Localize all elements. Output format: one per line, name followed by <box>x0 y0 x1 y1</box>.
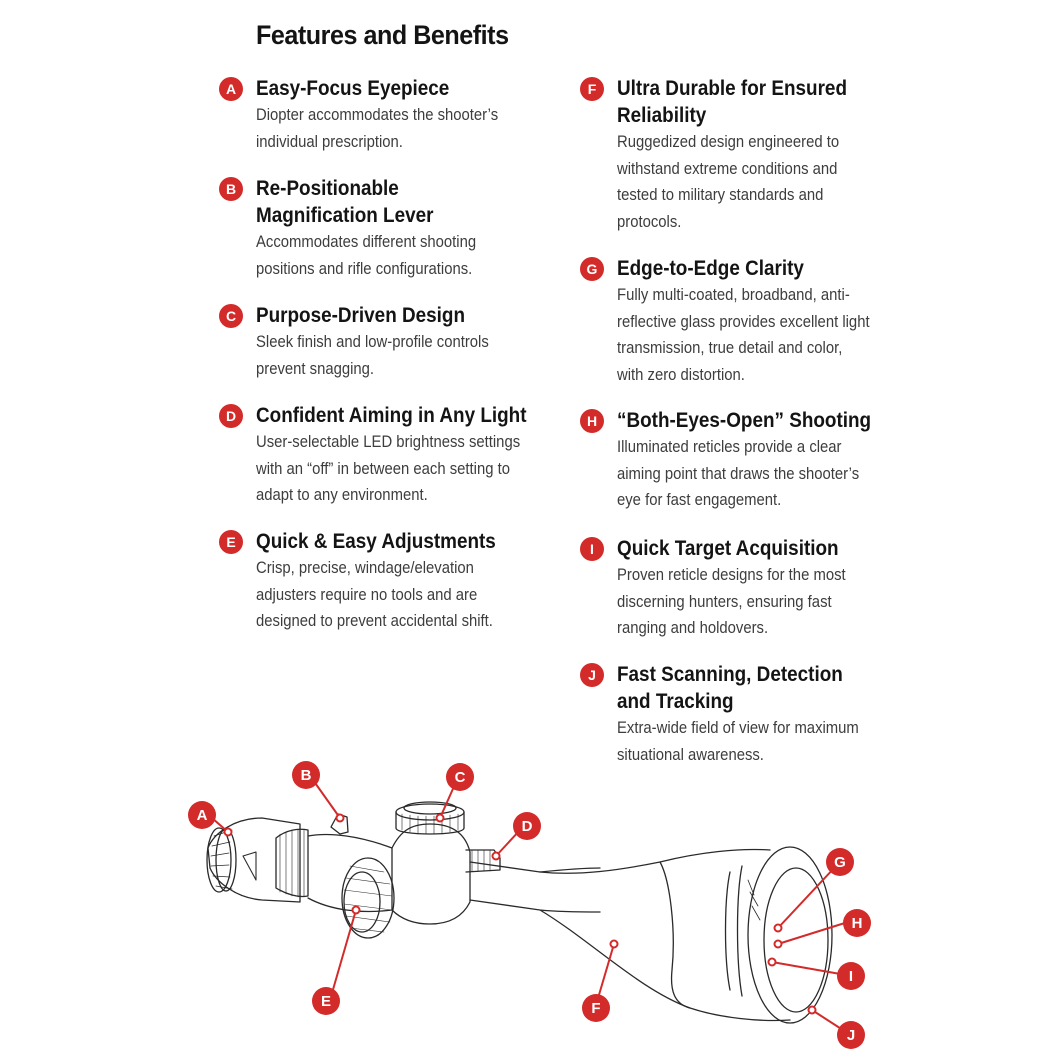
objective-lens-rim <box>747 846 833 1024</box>
callout-badge-j: J <box>837 1021 865 1049</box>
callout-anchor-dots <box>223 813 817 1015</box>
callout-badge-d: D <box>513 812 541 840</box>
svg-text:F: F <box>591 1000 600 1017</box>
svg-text:G: G <box>834 854 846 871</box>
callout-badge-g: G <box>826 848 854 876</box>
feature-title: Quick Target Acquisition <box>617 537 839 560</box>
feature-title: Purpose-Driven Design <box>256 304 466 327</box>
svg-text:C: C <box>455 769 466 786</box>
badge-g: G <box>580 257 604 281</box>
svg-text:E: E <box>321 993 331 1010</box>
feature-a: A Easy-Focus Eyepiece Diopter accommodat… <box>219 75 556 155</box>
feature-c: C Purpose-Driven Design Sleek finish and… <box>219 302 556 382</box>
callout-badge-f: F <box>582 994 610 1022</box>
feature-description: Fully multi-coated, broadband, anti-refl… <box>617 286 870 384</box>
badge-a: A <box>219 77 243 101</box>
badge-e: E <box>219 530 243 554</box>
svg-text:A: A <box>197 807 208 824</box>
brand-logo-mark <box>242 851 257 881</box>
badge-h: H <box>580 409 604 433</box>
svg-text:B: B <box>301 767 312 784</box>
badge-j: J <box>580 663 604 687</box>
badge-c: C <box>219 304 243 328</box>
feature-d: D Confident Aiming in Any Light User-sel… <box>219 402 556 509</box>
feature-title: Confident Aiming in Any Light <box>256 404 527 427</box>
callout-badge-i: I <box>837 962 865 990</box>
eyepiece-rim <box>206 827 232 893</box>
elevation-turret <box>395 811 465 835</box>
feature-e: E Quick & Easy Adjustments Crisp, precis… <box>219 528 556 635</box>
erector-tube <box>307 833 393 913</box>
feature-title: Edge-to-Edge Clarity <box>617 257 804 280</box>
objective-model-marking <box>747 879 761 921</box>
svg-text:I: I <box>849 968 853 985</box>
feature-g: G Edge-to-Edge Clarity Fully multi-coate… <box>580 255 917 388</box>
svg-text:J: J <box>847 1027 855 1044</box>
svg-text:D: D <box>522 818 533 835</box>
callout-badge-b: B <box>292 761 320 789</box>
feature-title: “Both-Eyes-Open” Shooting <box>617 409 872 432</box>
callout-badge-c: C <box>446 763 474 791</box>
callout-badge-h: H <box>843 909 871 937</box>
power-ring <box>275 828 309 898</box>
svg-text:H: H <box>852 915 863 932</box>
feature-title: Quick & Easy Adjustments <box>256 530 496 553</box>
callout-badge-a: A <box>188 801 216 829</box>
scope-outline <box>206 801 833 1024</box>
badge-f: F <box>580 77 604 101</box>
callout-badge-e: E <box>312 987 340 1015</box>
feature-i: I Quick Target Acquisition Proven reticl… <box>580 535 917 642</box>
objective-taper <box>539 848 771 874</box>
badge-b: B <box>219 177 243 201</box>
objective-bell <box>659 861 691 1009</box>
badge-d: D <box>219 404 243 428</box>
page-title: Features and Benefits <box>256 20 509 50</box>
windage-knob <box>341 857 395 939</box>
turret-saddle <box>391 823 471 925</box>
badge-i: I <box>580 537 604 561</box>
feature-title: Easy-Focus Eyepiece <box>256 77 450 100</box>
feature-h: H “Both-Eyes-Open” Shooting Illuminated … <box>580 407 917 514</box>
